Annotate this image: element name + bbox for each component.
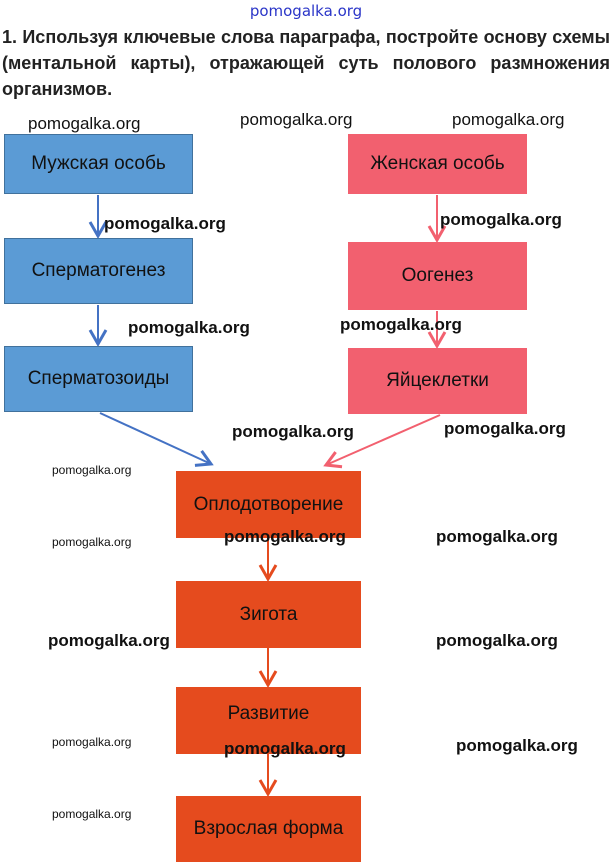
- box-fertilization: Оплодотворение: [176, 471, 361, 538]
- watermark: pomogalka.org: [444, 419, 566, 438]
- watermark: pomogalka.org: [232, 422, 354, 441]
- box-adult-form: Взрослая форма: [176, 796, 361, 862]
- box-spermatogenesis: Сперматогенез: [4, 238, 193, 304]
- watermark: pomogalka.org: [128, 318, 250, 337]
- box-development: Развитие: [176, 687, 361, 754]
- box-female-individual: Женская особь: [348, 134, 527, 194]
- watermark: pomogalka.org: [52, 807, 132, 821]
- watermark: pomogalka.org: [436, 527, 558, 546]
- watermark: pomogalka.org: [440, 210, 562, 229]
- watermark: pomogalka.org: [52, 535, 132, 549]
- watermark: pomogalka.org: [224, 527, 346, 546]
- arrow-male-3: [99, 412, 214, 467]
- arrow-female-3: [323, 414, 441, 469]
- watermark: pomogalka.org: [224, 739, 346, 758]
- box-zygote: Зигота: [176, 581, 361, 648]
- task-title: 1. Используя ключевые слова параграфа, п…: [2, 27, 610, 99]
- watermark: pomogalka.org: [452, 110, 565, 129]
- header-watermark: pomogalka.org: [249, 2, 363, 20]
- box-male-individual: Мужская особь: [4, 134, 193, 194]
- watermark: pomogalka.org: [456, 736, 578, 755]
- box-spermatozoa: Сперматозоиды: [4, 346, 193, 412]
- watermark: pomogalka.org: [52, 463, 132, 477]
- watermark: pomogalka.org: [240, 110, 353, 129]
- watermark: pomogalka.org: [436, 631, 558, 650]
- watermark: pomogalka.org: [52, 735, 132, 749]
- box-egg-cells: Яйцеклетки: [348, 348, 527, 414]
- watermark: pomogalka.org: [340, 315, 462, 334]
- watermark: pomogalka.org: [104, 214, 226, 233]
- watermark: pomogalka.org: [28, 114, 141, 133]
- box-oogenesis: Оогенез: [348, 242, 527, 310]
- watermark: pomogalka.org: [48, 631, 170, 650]
